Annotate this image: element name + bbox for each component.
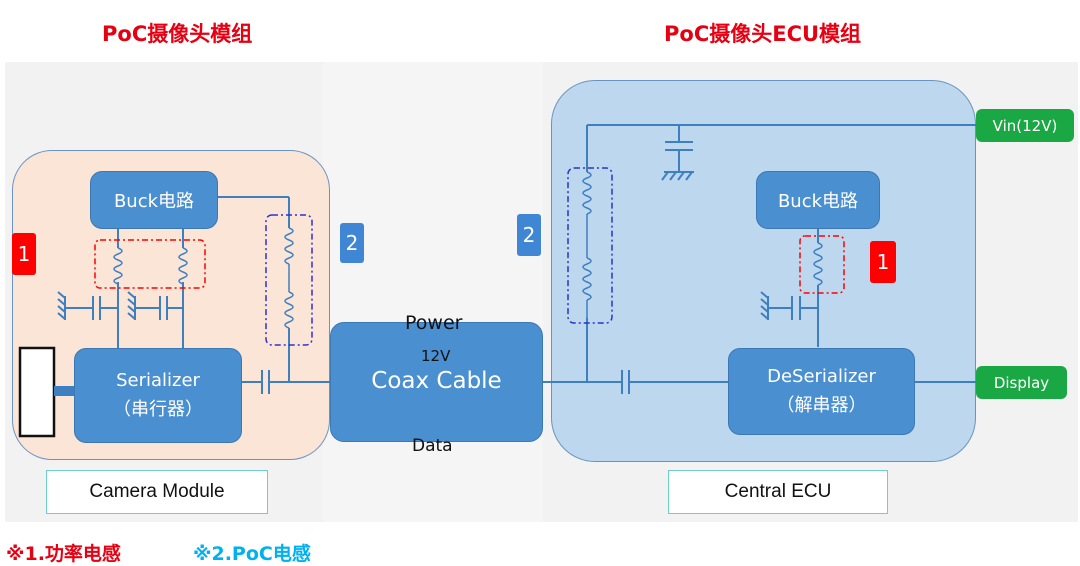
deserializer-label: DeSerializer	[767, 366, 876, 387]
camera-buck-label: Buck电路	[113, 191, 195, 212]
serializer-cn-label: （串行器）	[113, 399, 203, 420]
coax-cable-label: Coax Cable	[371, 368, 502, 394]
deserializer-cn-label: （解串器）	[776, 395, 867, 416]
ecu-buck-circuit: Buck电路	[756, 171, 880, 229]
ecu-poc-inductor-tag: 2	[517, 214, 541, 256]
camera-poc-inductor-tag: 2	[340, 223, 364, 263]
legend-poc-inductor: ※2.PoC电感	[193, 543, 311, 565]
ecu-buck-label: Buck电路	[777, 191, 859, 212]
vin-connector: Vin(12V)	[976, 109, 1074, 142]
voltage-label: 12V	[421, 347, 451, 365]
center-backdrop	[323, 62, 543, 522]
camera-module-title: PoC摄像头模组	[102, 22, 253, 46]
camera-power-inductor-tag: 1	[12, 233, 36, 275]
display-connector: Display	[976, 366, 1067, 399]
power-label: Power	[405, 312, 463, 334]
serializer-block: Serializer （串行器）	[74, 348, 242, 443]
data-label: Data	[412, 436, 453, 456]
ecu-power-inductor-tag: 1	[870, 241, 896, 283]
central-ecu-label: Central ECU	[668, 470, 888, 514]
ecu-module-title: PoC摄像头ECU模组	[664, 22, 862, 46]
serializer-label: Serializer	[116, 370, 200, 391]
coax-cable-block	[330, 322, 543, 442]
camera-module-label: Camera Module	[46, 470, 268, 514]
camera-buck-circuit: Buck电路	[90, 171, 218, 229]
legend-power-inductor: ※1.功率电感	[6, 543, 121, 565]
deserializer-block: DeSerializer （解串器）	[728, 348, 915, 435]
